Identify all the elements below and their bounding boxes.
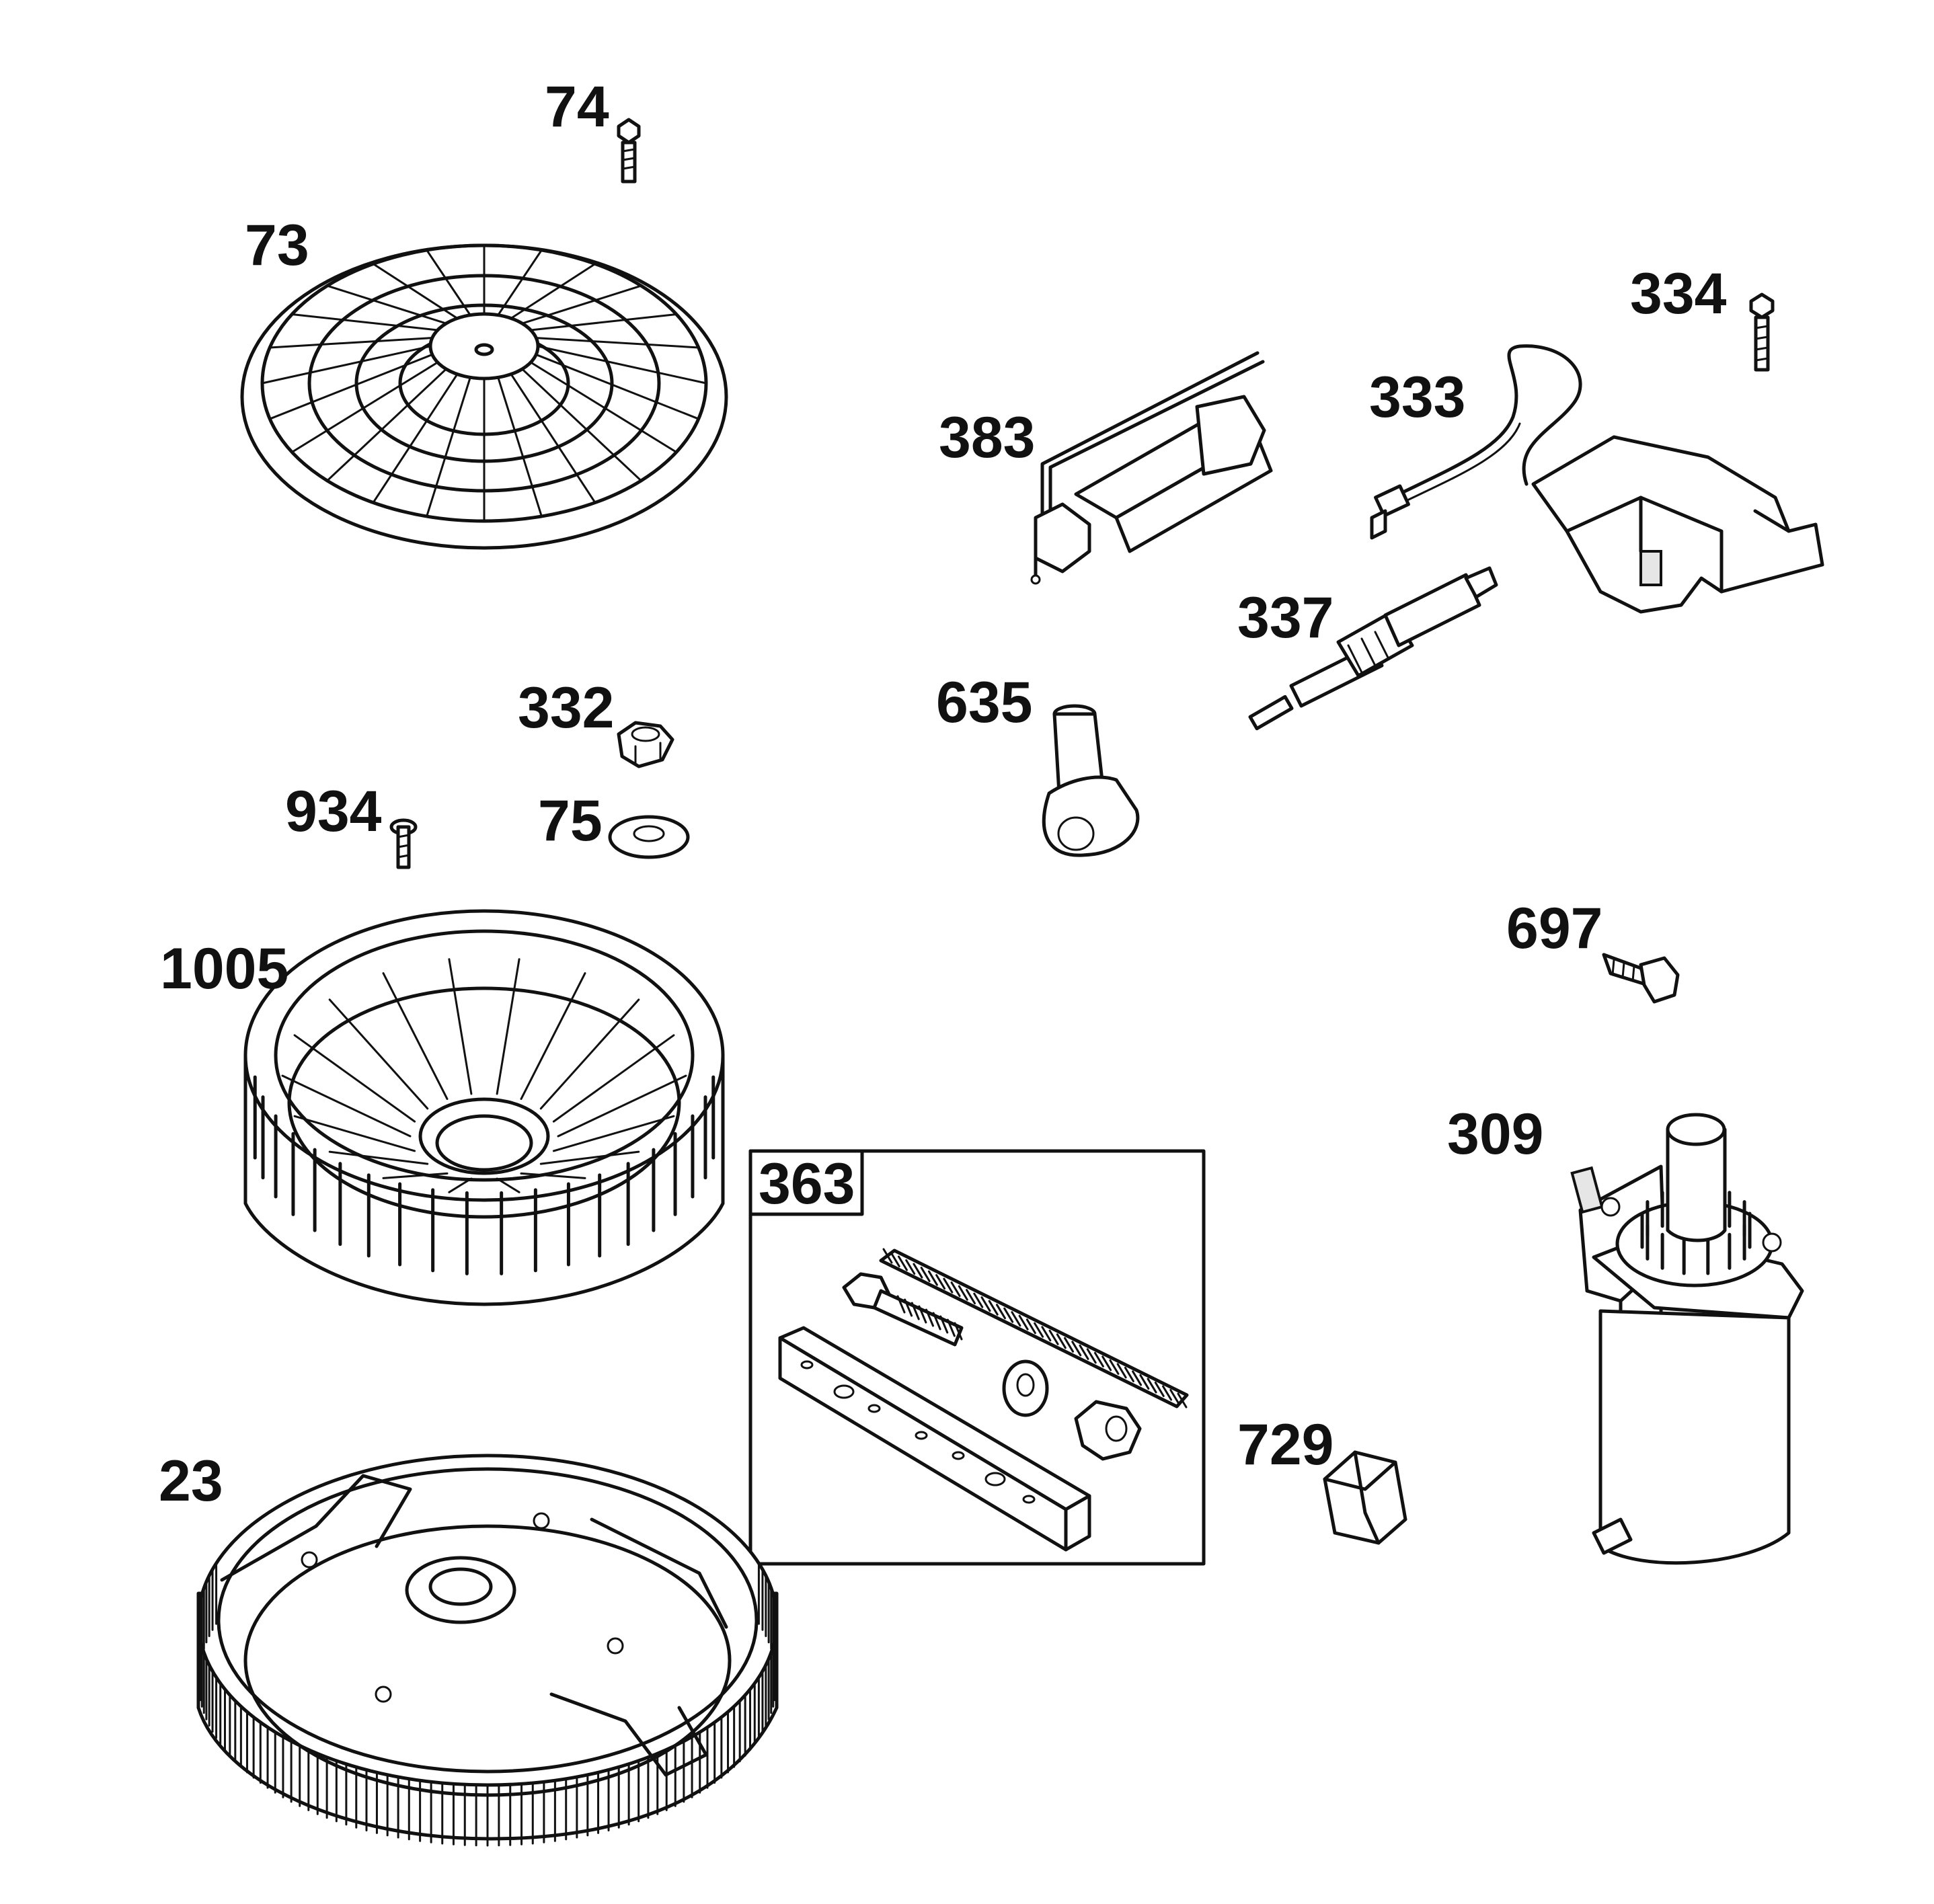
part-74-bolt[interactable] — [617, 118, 641, 184]
part-337-spark-plug[interactable] — [1248, 566, 1498, 731]
callout-383: 383 — [939, 405, 1036, 470]
callout-1005: 1005 — [160, 937, 289, 1001]
callout-309: 309 — [1447, 1102, 1544, 1166]
callout-75: 75 — [538, 789, 603, 853]
part-635-boot[interactable] — [1042, 704, 1140, 857]
part-333-armature[interactable] — [1370, 344, 1824, 614]
callout-333: 333 — [1369, 365, 1466, 430]
part-309-starter[interactable] — [1570, 1113, 1804, 1565]
part-383-resistor[interactable] — [1030, 351, 1273, 585]
callout-73: 73 — [245, 213, 309, 278]
callout-74: 74 — [545, 75, 609, 139]
callout-334: 334 — [1630, 262, 1727, 326]
callout-697: 697 — [1506, 896, 1603, 961]
part-363-kit[interactable] — [748, 1149, 1206, 1566]
part-75-washer[interactable] — [608, 815, 690, 859]
callout-363: 363 — [759, 1152, 855, 1216]
callout-337: 337 — [1237, 586, 1334, 650]
part-332-nut[interactable] — [617, 721, 674, 768]
part-729-clip[interactable] — [1323, 1450, 1407, 1545]
callout-729: 729 — [1237, 1413, 1334, 1477]
part-934-screw[interactable] — [389, 818, 418, 869]
part-1005-fan[interactable] — [243, 909, 725, 1306]
callout-635: 635 — [936, 670, 1033, 735]
callout-934: 934 — [285, 779, 382, 844]
callout-23: 23 — [159, 1449, 223, 1513]
part-73-screen[interactable] — [240, 243, 728, 550]
part-23-flywheel[interactable] — [196, 1454, 779, 1847]
part-334-bolt[interactable] — [1749, 292, 1775, 372]
callout-332: 332 — [518, 676, 615, 740]
part-697-screw[interactable] — [1602, 953, 1680, 1004]
